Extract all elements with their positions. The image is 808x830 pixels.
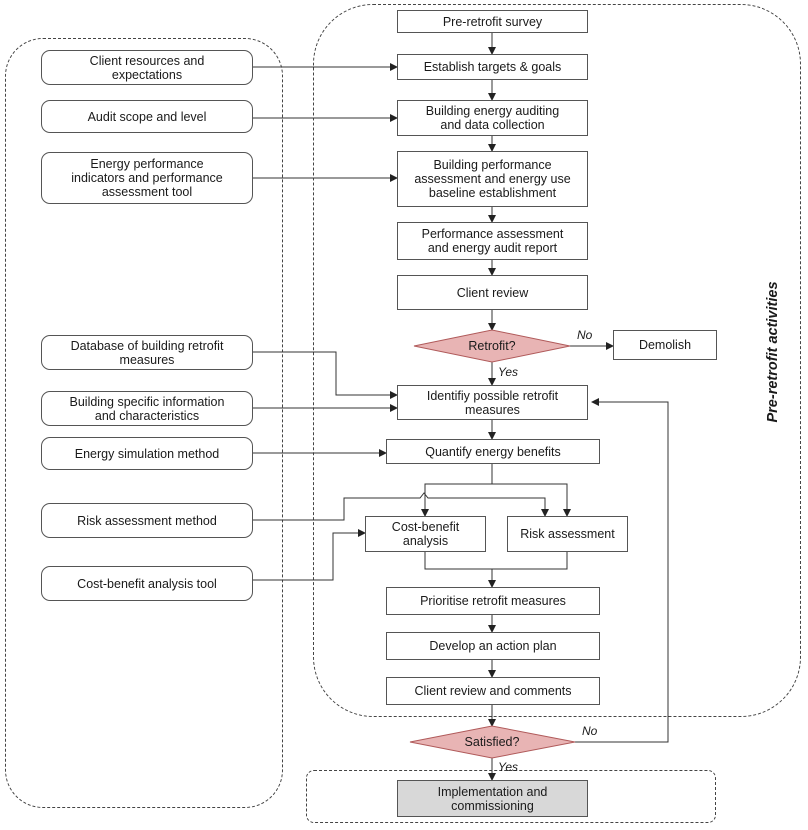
input-audit-scope: Audit scope and level [41, 100, 253, 133]
step-client-review-comments: Client review and comments [386, 677, 600, 705]
satisfied-diamond [409, 725, 576, 759]
satisfied-question: Satisfied? [464, 735, 520, 749]
arrow-join-prioritise [424, 552, 568, 570]
step-energy-auditing: Building energy auditing and data collec… [397, 100, 588, 136]
step-action-plan: Develop an action plan [386, 632, 600, 660]
step-quantify-benefits: Quantify energy benefits [386, 439, 600, 464]
arrow-risk-method [253, 492, 549, 521]
input-risk-method: Risk assessment method [41, 503, 253, 538]
input-cba-tool: Cost-benefit analysis tool [41, 566, 253, 601]
arrow-satisfied-loop [575, 398, 669, 743]
arrow-quantify-split [421, 464, 493, 517]
step-pre-retrofit-survey: Pre-retrofit survey [397, 10, 588, 33]
retrofit-question: Retrofit? [468, 339, 516, 353]
pre-retrofit-activities-label: Pre-retrofit activities [765, 281, 781, 423]
step-identify-measures: Identifiy possible retrofit measures [397, 385, 588, 420]
step-demolish: Demolish [613, 330, 717, 360]
step-audit-report: Performance assessment and energy audit … [397, 222, 588, 260]
step-cost-benefit: Cost-benefit analysis [365, 516, 486, 552]
input-client-resources: Client resources and expectations [41, 50, 253, 85]
step-prioritise: Prioritise retrofit measures [386, 587, 600, 615]
step-establish-targets: Establish targets & goals [397, 54, 588, 80]
arrow-quantify-risk [492, 483, 571, 517]
inputs-region [5, 38, 283, 808]
implementation-region [306, 770, 716, 823]
input-energy-sim: Energy simulation method [41, 437, 253, 470]
input-database: Database of building retrofit measures [41, 335, 253, 370]
label-yes-retrofit: Yes [498, 365, 519, 379]
retrofit-diamond [413, 329, 571, 363]
input-building-specific: Building specific information and charac… [41, 391, 253, 426]
pre-retrofit-region [313, 4, 801, 717]
label-no-satisfied: No [582, 724, 598, 738]
arrow-database [253, 351, 398, 399]
step-client-review: Client review [397, 275, 588, 310]
label-no-retrofit: No [577, 328, 593, 342]
input-epi-tool: Energy performance indicators and perfor… [41, 152, 253, 204]
label-yes-satisfied: Yes [498, 760, 519, 774]
arrow-cba-tool [253, 529, 366, 581]
step-risk-assessment: Risk assessment [507, 516, 628, 552]
step-implementation: Implementation and commissioning [397, 780, 588, 817]
step-performance-assessment: Building performance assessment and ener… [397, 151, 588, 207]
